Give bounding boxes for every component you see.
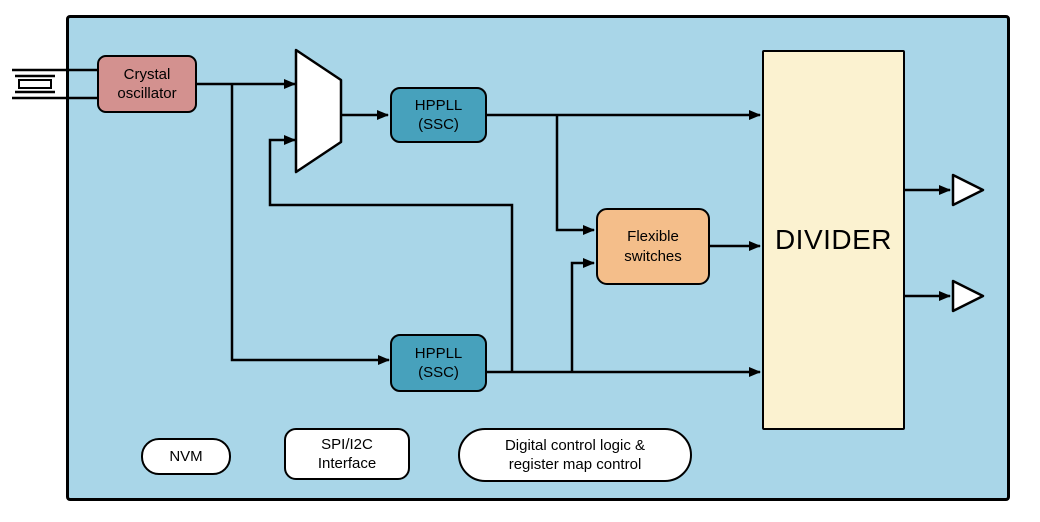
digital-control-label: Digital control logic & register map con…	[504, 436, 646, 473]
wire-hppll-bottom-to-switches	[570, 258, 595, 372]
hppll-bottom-label: HPPLL (SSC)	[414, 344, 463, 381]
wires	[197, 79, 951, 377]
hppll-top-block: HPPLL (SSC)	[390, 87, 487, 143]
flexible-switches-block: Flexible switches	[596, 208, 710, 285]
nvm-block: NVM	[141, 438, 231, 475]
hppll-bottom-block: HPPLL (SSC)	[390, 334, 487, 392]
divider-label: DIVIDER	[774, 224, 893, 256]
output-buffer-icon-2	[951, 279, 985, 313]
wire-xo-to-hppll-bottom	[230, 84, 390, 365]
crystal-oscillator-block: Crystal oscillator	[97, 55, 197, 113]
spi-i2c-interface-label: SPI/I2C Interface	[317, 435, 377, 472]
hppll-top-label: HPPLL (SSC)	[414, 96, 463, 133]
spi-i2c-interface-block: SPI/I2C Interface	[284, 428, 410, 480]
clock-mux-icon	[294, 48, 343, 174]
digital-control-block: Digital control logic & register map con…	[458, 428, 692, 482]
flexible-switches-label: Flexible switches	[624, 228, 682, 265]
divider-block: DIVIDER	[762, 50, 905, 430]
wire-hppll-top-to-switches	[555, 115, 595, 235]
crystal-icon	[12, 68, 97, 100]
output-buffer-icon-1	[951, 173, 985, 207]
crystal-oscillator-label: Crystal oscillator	[117, 65, 177, 102]
nvm-label: NVM	[169, 447, 203, 465]
wire-feedback-to-mux	[268, 135, 514, 372]
